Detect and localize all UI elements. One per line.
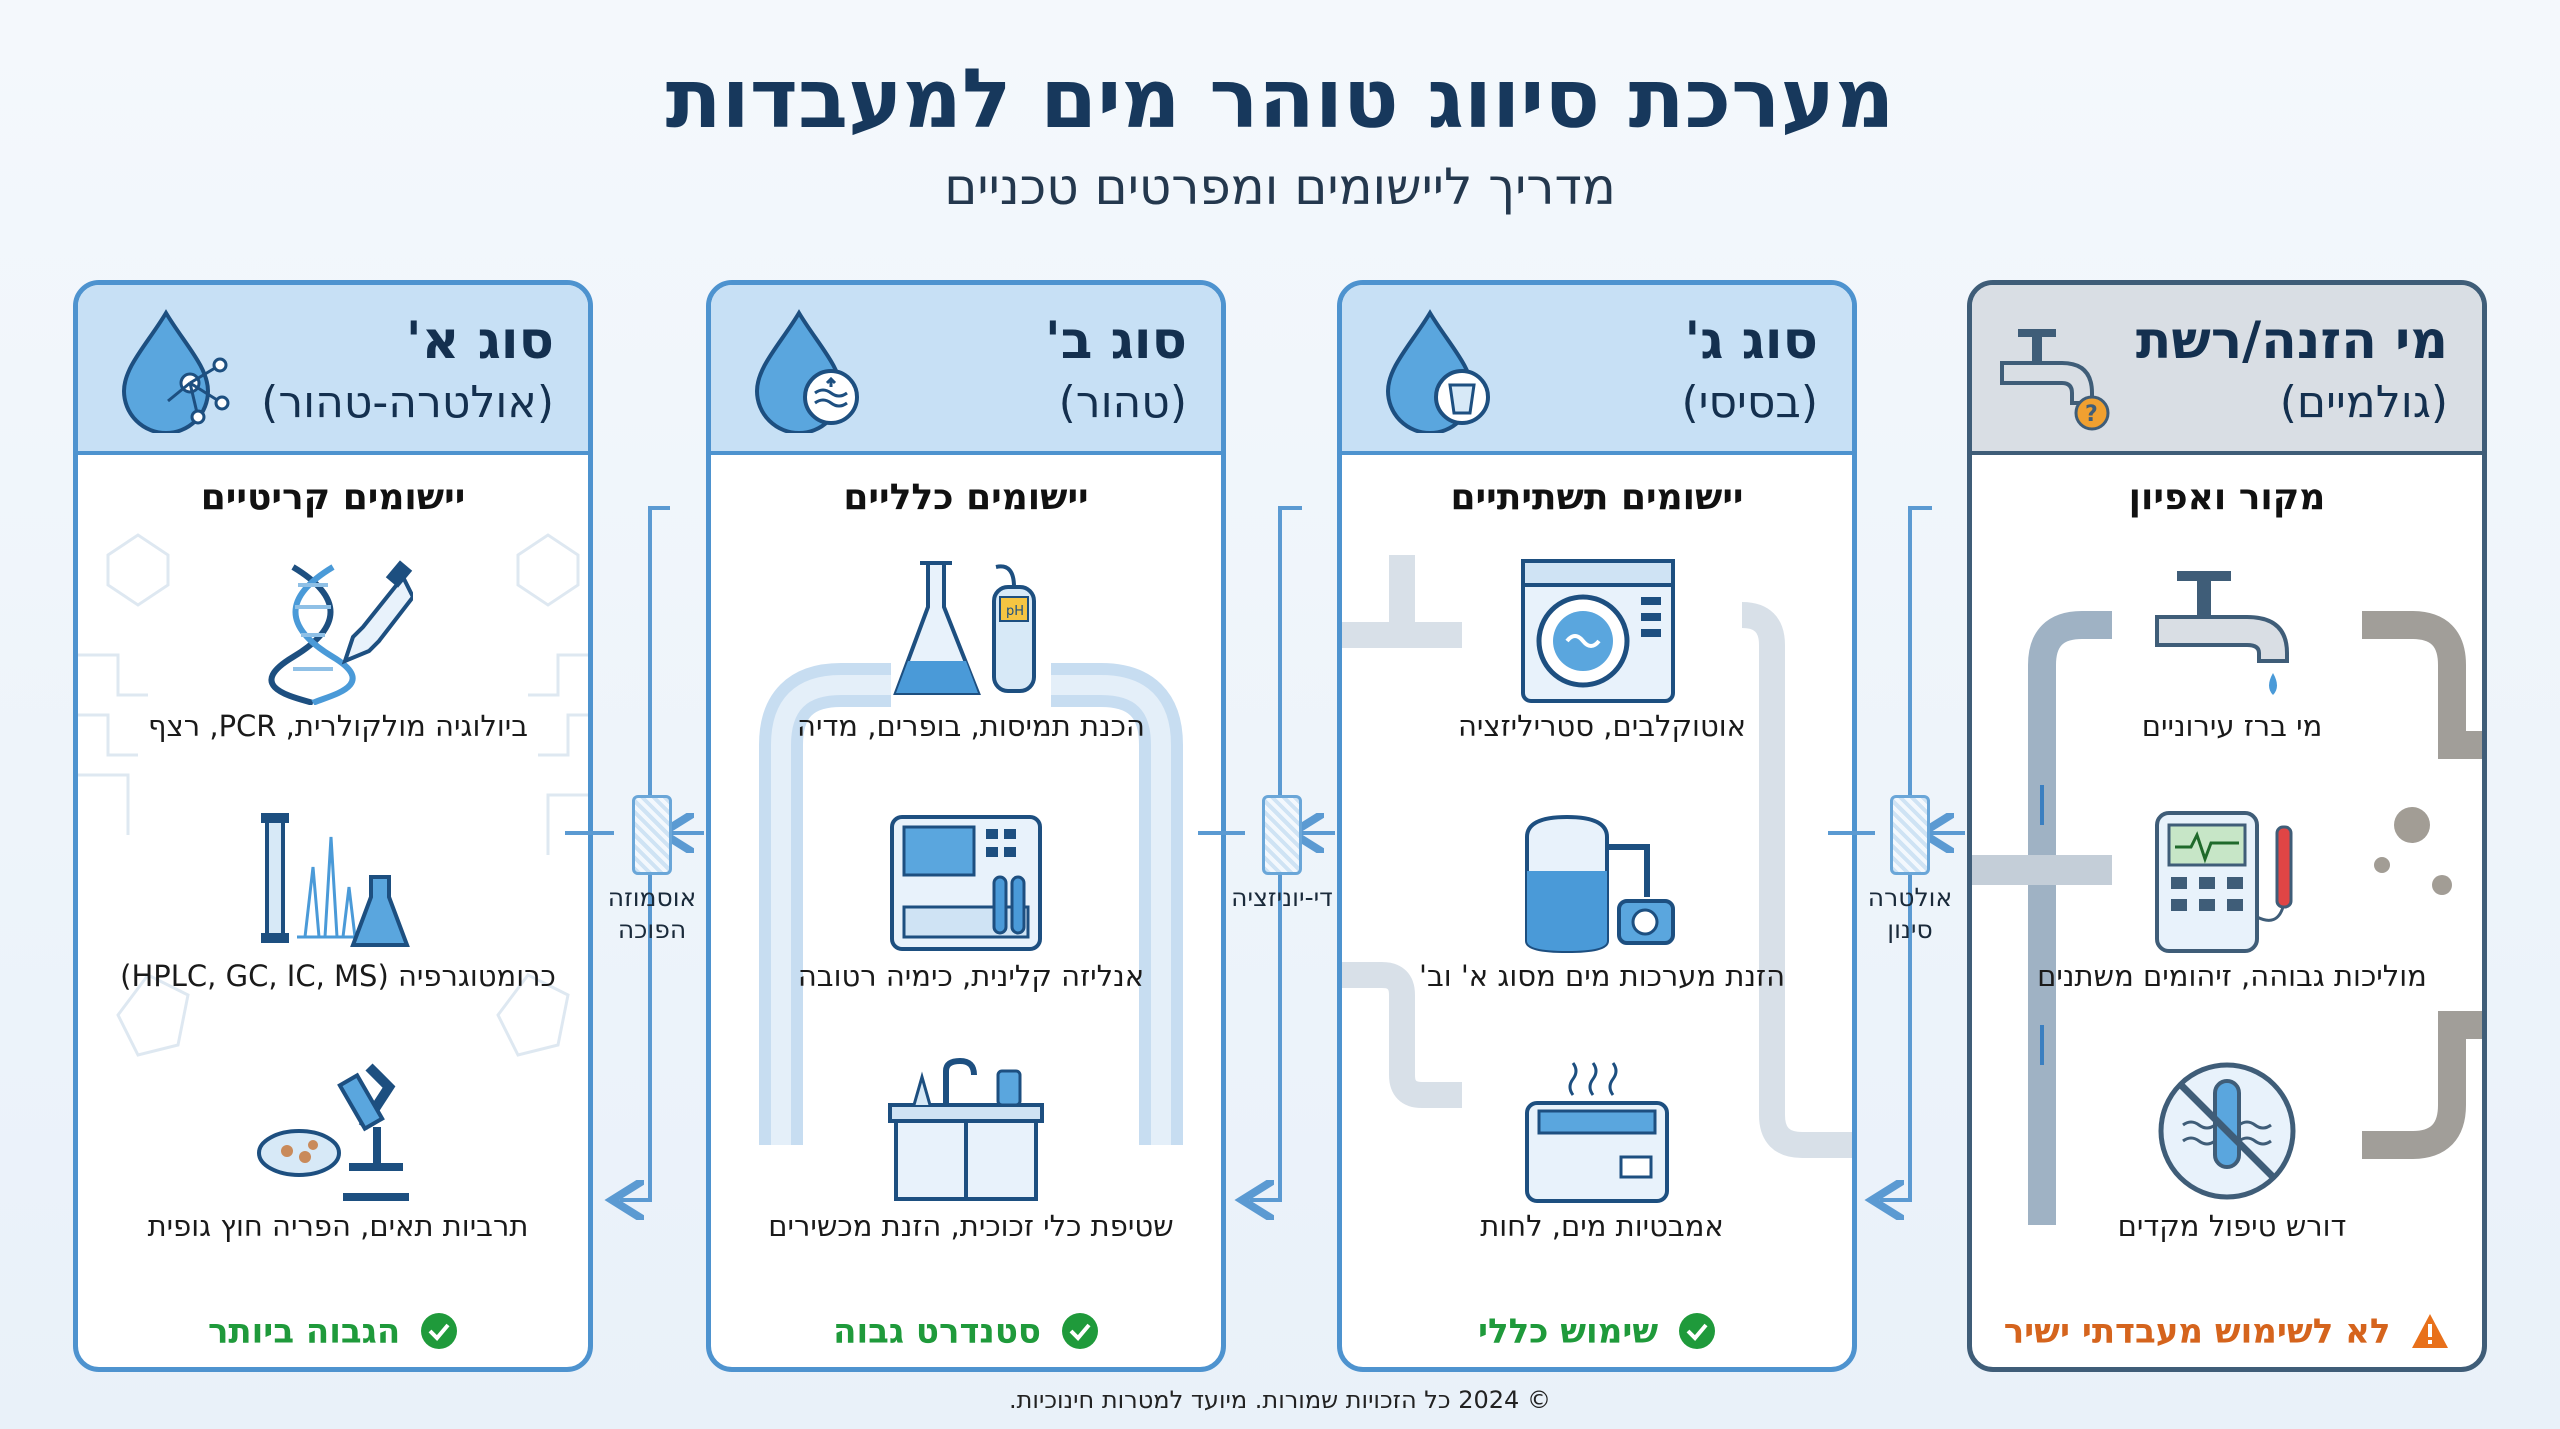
check-circle-icon — [1061, 1313, 1098, 1349]
deionization-filter-icon — [1262, 795, 1302, 875]
column-feed-water: מי הזנה/רשת (גולמיים) ? מקור ואפיון מי ב… — [1967, 280, 2487, 1372]
ultrafiltration-filter-icon — [1890, 795, 1930, 875]
column-subtitle: (גולמיים) — [2279, 377, 2448, 428]
tank-pump-icon — [1525, 814, 1675, 954]
check-circle-icon — [1678, 1313, 1715, 1349]
application-item: שטיפת כלי זכוכית, הזנת מכשירים — [711, 1057, 1221, 1287]
status-text: הגבוה ביותר — [207, 1311, 401, 1351]
water-drop-molecule-icon — [121, 309, 230, 433]
svg-text:pH: pH — [1006, 604, 1024, 619]
filter-label: די-יוניזציה — [1231, 883, 1333, 912]
column-subtitle: (אולטרה-טהור) — [261, 377, 554, 428]
application-item: מוליכות גבוהה, זיהומים משתנים — [1972, 807, 2482, 1037]
application-item: תרביות תאים, הפריה חוץ גופית — [78, 1057, 588, 1287]
water-drop-cup-icon — [1385, 309, 1490, 433]
svg-text:?: ? — [2085, 402, 2098, 427]
item-label: שטיפת כלי זכוכית, הזנת מכשירים — [768, 1209, 1174, 1243]
reverse-osmosis-filter-icon — [632, 795, 672, 875]
column-type-b: סוג ב' (טהור) יישומים כלליים pH הכנת תמי — [706, 280, 1226, 1372]
application-item: מי ברז עירוניים — [1972, 557, 2482, 787]
section-heading: יישומים קריטיים — [200, 477, 466, 518]
section-heading: מקור ואפיון — [2128, 477, 2326, 518]
item-label: כרומטוגרפיה (HPLC, GC, IC, MS) — [120, 959, 556, 993]
status-badge: שימוש כללי — [1342, 1310, 1852, 1351]
column-subtitle: (בסיסי) — [1681, 377, 1818, 428]
column-title: מי הזנה/רשת — [2135, 311, 2448, 371]
item-label: דורש טיפול מקדים — [2117, 1209, 2347, 1243]
status-badge: סטנדרט גבוה — [711, 1310, 1221, 1351]
page-subtitle: מדריך ליישומים ומפרטים טכניים — [944, 158, 1616, 216]
dirty-pipe-background-icon — [1972, 611, 2482, 1225]
section-heading: יישומים תשתיתיים — [1450, 477, 1744, 518]
column-type-c: סוג ג' (בסיסי) יישומים תשתיתיים אוטוקלבי… — [1337, 280, 1857, 1372]
application-item: אנליזה קלינית, כימיה רטובה — [711, 807, 1221, 1037]
conductivity-meter-icon — [2155, 811, 2293, 953]
column-header: סוג ג' (בסיסי) — [1342, 285, 1852, 455]
sink-icon — [888, 1057, 1044, 1201]
page-title: מערכת סיווג טוהר מים למעבדות — [665, 52, 1895, 147]
item-label: מי ברז עירוניים — [2141, 709, 2323, 743]
column-header: סוג א' (אולטרה-טהור) — [78, 285, 588, 455]
copyright-notice: © 2024 כל הזכויות שמורות. מיועד למטרות ח… — [1009, 1386, 1551, 1414]
pipe-loop-background-icon — [759, 663, 1183, 1145]
flask-ph-meter-icon: pH — [893, 561, 1036, 695]
no-test-tube-icon — [2158, 1062, 2296, 1200]
application-item: ביולוגיה מולקולרית, PCR, רצף — [78, 557, 588, 787]
item-label: אנליזה קלינית, כימיה רטובה — [797, 959, 1145, 993]
column-header: סוג ב' (טהור) — [711, 285, 1221, 455]
item-label: הכנת תמיסות, בופרים, מדיה — [797, 709, 1145, 743]
column-type-a: סוג א' (אולטרה-טהור) יישומים קריטיים ביו… — [73, 280, 593, 1372]
item-label: מוליכות גבוהה, זיהומים משתנים — [2037, 959, 2427, 993]
analyzer-icon — [890, 815, 1042, 951]
status-text: סטנדרט גבוה — [833, 1311, 1042, 1351]
water-drop-wave-icon — [754, 309, 859, 433]
column-title: סוג ב' — [1044, 311, 1187, 371]
column-title: סוג ג' — [1684, 311, 1818, 371]
status-text: לא לשימוש מעבדתי ישיר — [2003, 1311, 2391, 1351]
chromatography-icon — [261, 813, 410, 947]
check-circle-icon — [421, 1313, 458, 1349]
autoclave-icon — [1521, 559, 1675, 703]
filter-label: אוסמוזה הפוכה — [607, 883, 697, 944]
item-label: תרביות תאים, הפריה חוץ גופית — [147, 1209, 529, 1243]
status-badge: לא לשימוש מעבדתי ישיר — [1972, 1310, 2482, 1351]
status-badge: הגבוה ביותר — [78, 1310, 588, 1351]
microscope-icon — [257, 1063, 409, 1201]
item-label: ביולוגיה מולקולרית, PCR, רצף — [148, 709, 528, 743]
application-item: pH הכנת תמיסות, בופרים, מדיה — [711, 557, 1221, 787]
application-item: אמבטיות מים, לחות — [1342, 1057, 1852, 1287]
filter-label: אולטרה סינון — [1867, 883, 1953, 944]
section-heading: יישומים כלליים — [843, 477, 1089, 518]
column-title: סוג א' — [405, 311, 554, 371]
item-label: אמבטיות מים, לחות — [1480, 1209, 1724, 1243]
pipe-background-icon — [1342, 555, 1852, 1158]
item-label: הזנת מערכות מים מסוג א' וב' — [1418, 959, 1786, 993]
column-subtitle: (טהור) — [1058, 377, 1187, 428]
item-label: אוטוקלבים, סטריליזציה — [1457, 709, 1747, 743]
status-text: שימוש כללי — [1478, 1311, 1659, 1351]
application-item: הזנת מערכות מים מסוג א' וב' — [1342, 807, 1852, 1037]
column-header: מי הזנה/רשת (גולמיים) ? — [1972, 285, 2482, 455]
application-item: דורש טיפול מקדים — [1972, 1057, 2482, 1287]
faucet-icon — [2155, 571, 2289, 695]
circuit-background-icon — [78, 533, 588, 1057]
application-item: כרומטוגרפיה (HPLC, GC, IC, MS) — [78, 807, 588, 1037]
water-bath-icon — [1525, 1062, 1669, 1203]
warning-icon — [2412, 1314, 2449, 1348]
faucet-question-icon: ? — [2000, 329, 2110, 431]
dna-pipette-icon — [268, 560, 413, 705]
application-item: אוטוקלבים, סטריליזציה — [1342, 557, 1852, 787]
